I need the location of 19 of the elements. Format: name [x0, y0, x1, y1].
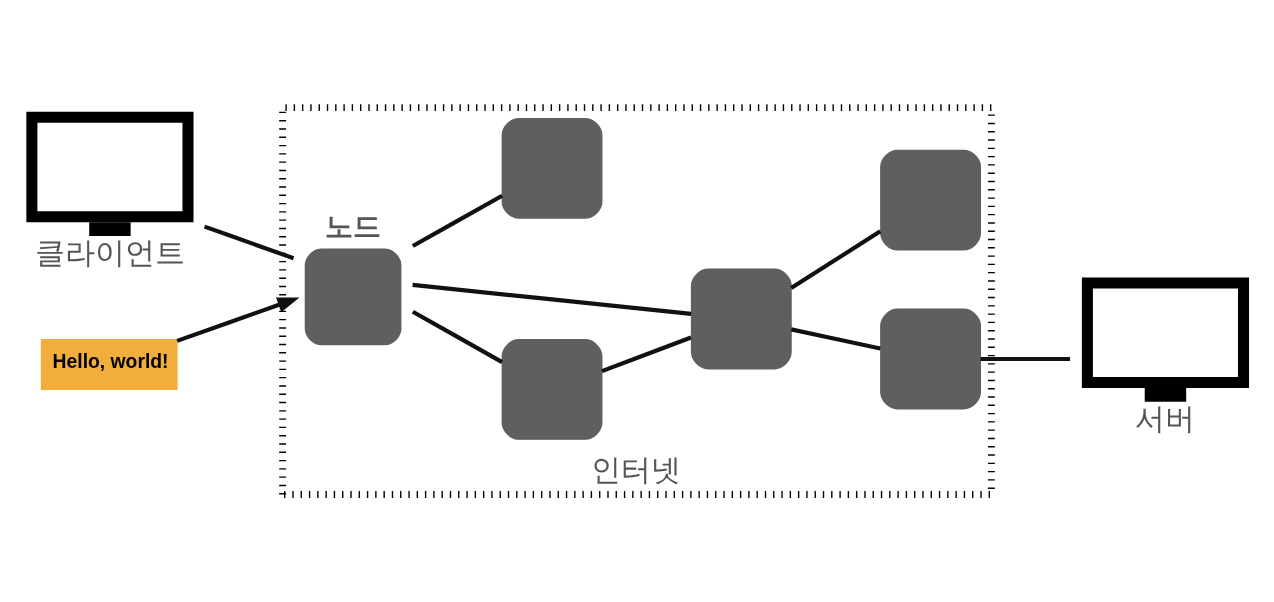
- node-box: [880, 149, 981, 251]
- connector: [980, 356, 1071, 362]
- connector: [601, 335, 692, 374]
- connector: [411, 309, 504, 364]
- node-label: 클라이언트: [34, 235, 185, 270]
- connector: [411, 193, 504, 248]
- connector: [412, 282, 692, 316]
- connector: [790, 229, 882, 290]
- arrow: [176, 297, 300, 343]
- node-box: Hello, world!: [40, 339, 178, 391]
- node-box: [501, 339, 603, 440]
- node-box: [501, 117, 603, 219]
- connector: [790, 327, 881, 351]
- node-label: 서버: [1135, 400, 1196, 435]
- connector: [203, 224, 295, 261]
- node-box: [880, 308, 981, 410]
- node-label: 노드: [324, 211, 381, 243]
- node-box: [690, 268, 792, 370]
- node-box: [304, 248, 402, 346]
